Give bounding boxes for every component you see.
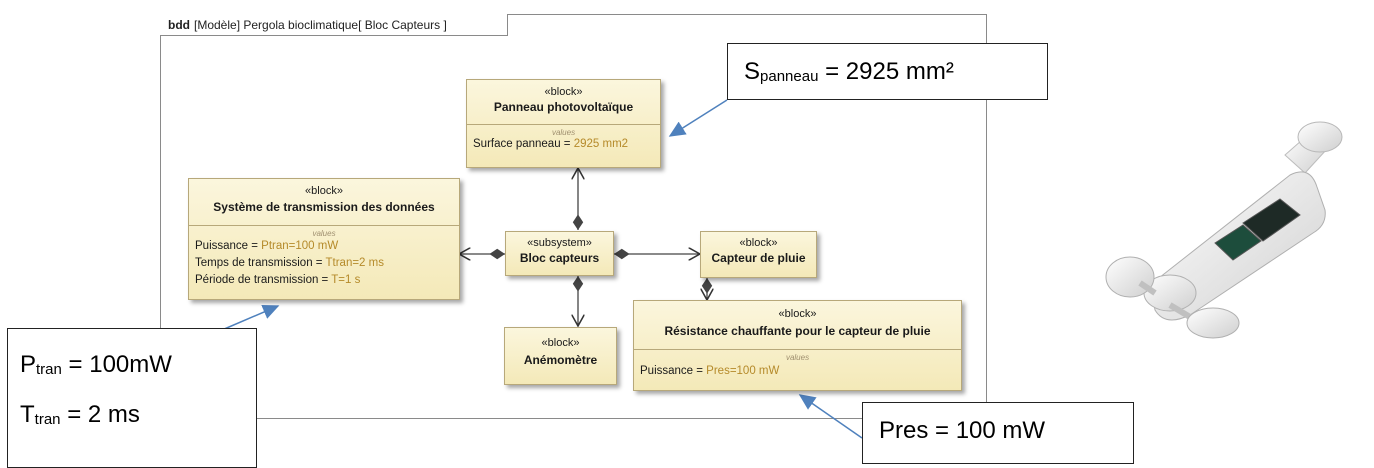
pointer-ptran [221, 305, 280, 331]
value-text: 2925 mm2 [573, 138, 629, 150]
callout-resistance-power: Pres = 100 mW [862, 402, 1134, 464]
value-label: Puissance = [195, 240, 262, 252]
value-label: Temps de transmission = [195, 257, 326, 269]
block-capteur-de-pluie: «block» Capteur de pluie [700, 231, 817, 278]
callout-symbol: P [20, 351, 37, 378]
value-label: Puissance = [640, 365, 707, 377]
compartment-divider [189, 225, 459, 226]
diagram-kind: bdd [168, 18, 190, 32]
callout-value: = 2925 mm² [818, 58, 954, 85]
block-name: Bloc capteurs [519, 251, 600, 265]
diagram-frame-header: bdd [Modèle] Pergola bioclimatique[ Bloc … [160, 14, 508, 36]
block-name: Panneau photovoltaïque [493, 100, 634, 114]
value-row: Temps de transmission = Ttran=2 ms [195, 257, 455, 269]
callout-subscript: tran [34, 411, 61, 428]
block-stereotype: «block» [778, 308, 817, 320]
value-label: Période de transmission = [195, 274, 332, 286]
block-name: Résistance chauffante pour le capteur de… [664, 324, 931, 338]
callout-surface-panneau: Spanneau = 2925 mm² [727, 43, 1048, 100]
callout-value: = 100mW [61, 351, 172, 378]
callout-symbol: S [744, 58, 761, 85]
callout-value: = 2 ms [60, 401, 140, 428]
values-compartment-label: values [312, 229, 336, 238]
callout-transmission: Ptran = 100mW Ttran = 2 ms [7, 328, 257, 468]
block-panneau-photovoltaique: «block» Panneau photovoltaïque values Su… [466, 79, 661, 168]
block-bloc-capteurs: «subsystem» Bloc capteurs [505, 231, 614, 276]
value-text: T=1 s [331, 274, 361, 286]
callout-line-ptran: Ptran = 100mW [20, 351, 256, 379]
value-text: Ttran=2 ms [325, 257, 384, 269]
callout-subscript: panneau [760, 68, 819, 85]
block-name: Système de transmission des données [213, 200, 435, 214]
block-stereotype: «block» [305, 185, 343, 197]
compartment-divider [467, 124, 660, 125]
value-row: Puissance = Ptran=100 mW [195, 240, 455, 252]
block-resistance-chauffante: «block» Résistance chauffante pour le ca… [633, 300, 962, 391]
callout-subscript: tran [36, 361, 62, 378]
block-stereotype: «block» [544, 86, 583, 98]
value-row: Période de transmission = T=1 s [195, 274, 455, 286]
pointer-pres [798, 394, 863, 439]
pointer-spanneau [668, 99, 728, 137]
value-row: Surface panneau = 2925 mm2 [473, 138, 656, 150]
block-name: Anémomètre [523, 353, 598, 367]
connectors-layer [221, 99, 863, 439]
value-text: Ptran=100 mW [261, 240, 339, 252]
callout-symbol: T [20, 401, 35, 428]
diagram-title: [Modèle] Pergola bioclimatique[ Bloc Cap… [194, 18, 447, 32]
callout-line-ttran: Ttran = 2 ms [20, 401, 256, 429]
values-compartment-label: values [785, 353, 810, 362]
value-text: Pres=100 mW [706, 365, 780, 377]
value-row: Puissance = Pres=100 mW [640, 365, 957, 377]
block-anemometre: «block» Anémomètre [504, 327, 617, 385]
values-compartment-label: values [551, 128, 576, 137]
block-systeme-transmission: «block» Système de transmission des donn… [188, 178, 460, 300]
block-stereotype: «block» [739, 237, 778, 249]
block-stereotype: «subsystem» [527, 237, 592, 249]
weather-sensor-anemometer-icon [1105, 121, 1343, 339]
compartment-divider [634, 349, 961, 350]
block-stereotype: «block» [541, 337, 580, 349]
block-name: Capteur de pluie [711, 251, 806, 265]
value-label: Surface panneau = [473, 138, 574, 150]
callout-value: Pres = 100 mW [879, 417, 1046, 444]
